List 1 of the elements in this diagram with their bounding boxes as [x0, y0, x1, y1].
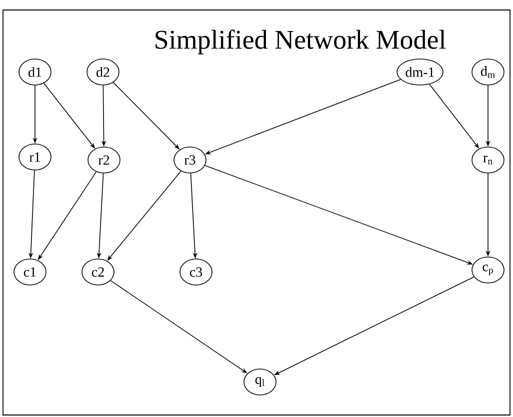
title: Simplified Network Model	[156, 30, 446, 54]
